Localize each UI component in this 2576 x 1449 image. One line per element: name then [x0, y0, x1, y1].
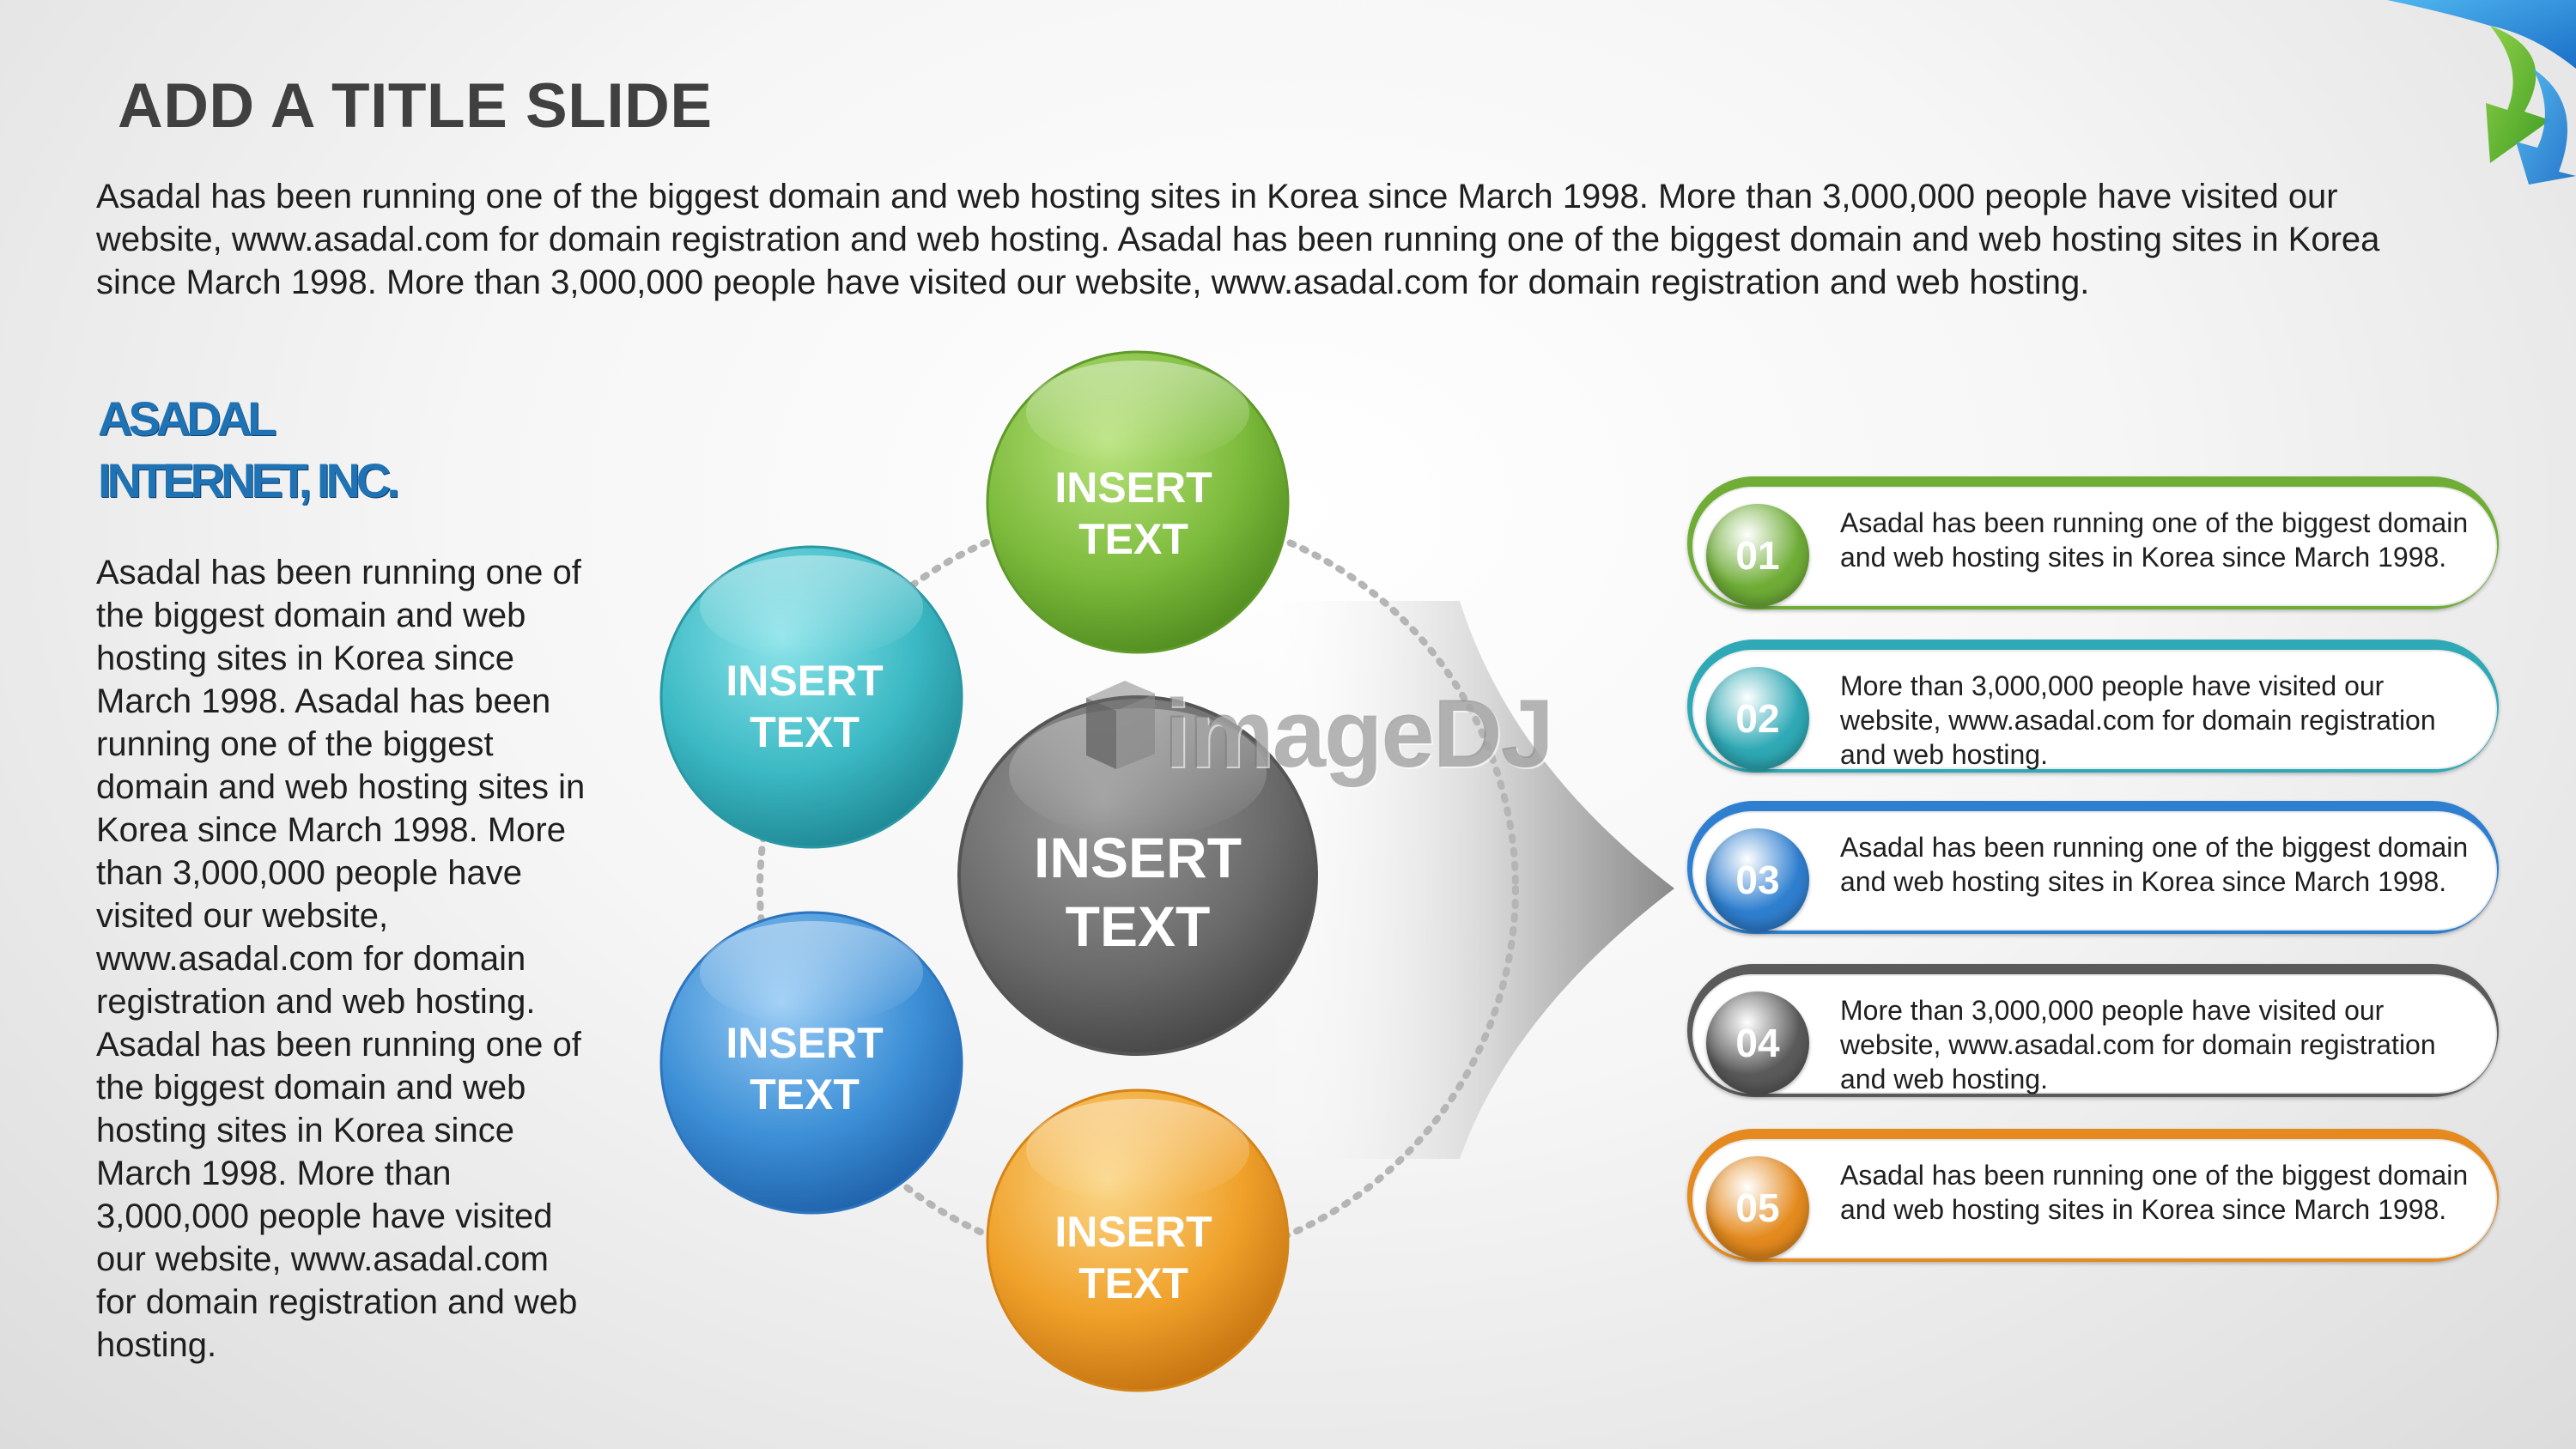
watermark: imageDJ [1069, 670, 1554, 787]
watermark-text: imageDJ [1163, 680, 1554, 787]
number-badge: 03 [1706, 828, 1809, 931]
list-item: 05 Asadal has been running one of the big… [1687, 1129, 2499, 1262]
list-item: 02 More than 3,000,000 people have visite… [1687, 640, 2499, 773]
list-item-text: More than 3,000,000 people have visited … [1840, 670, 2436, 770]
list-item-text: Asadal has been running one of the bigge… [1840, 507, 2469, 573]
company-name-line2: INTERNET, INC. [98, 453, 400, 507]
list-item: 04 More than 3,000,000 people have visite… [1687, 964, 2499, 1097]
satellite-blue-label-line1: INSERT [726, 1019, 883, 1067]
list-item: 01 Asadal has been running one of the big… [1687, 476, 2499, 609]
number-badge: 04 [1706, 991, 1809, 1094]
arrow-shape [1262, 601, 1674, 1159]
satellite-blue-label-line2: TEXT [750, 1070, 860, 1119]
list-item-body [1692, 487, 2497, 606]
corner-swoosh-logo [2387, 0, 2576, 185]
watermark-cube-icon [1086, 681, 1155, 769]
satellite-green-label-line1: INSERT [1054, 464, 1212, 512]
center-circle-label-line2: TEXT [1066, 894, 1211, 958]
satellite-circle-green: INSERT TEXT [986, 350, 1290, 654]
satellite-circle-teal: INSERT TEXT [659, 545, 963, 849]
number-badge: 01 [1706, 504, 1809, 607]
list-item-body [1692, 974, 2497, 1094]
number-badge: 02 [1706, 667, 1809, 770]
satellite-orange-label-line1: INSERT [1054, 1208, 1212, 1256]
list-item: 03 Asadal has been running one of the big… [1687, 801, 2499, 934]
company-name: ASADAL INTERNET, INC. [98, 388, 400, 512]
center-circle: INSERT TEXT [957, 695, 1318, 1056]
satellite-teal-label-line2: TEXT [750, 708, 860, 756]
intro-paragraph: Asadal has been running one of the bigge… [96, 178, 2380, 301]
satellite-orange-label-line2: TEXT [1078, 1259, 1188, 1307]
company-name-line1: ASADAL [98, 391, 276, 446]
satellite-circle-blue: INSERT TEXT [659, 911, 963, 1215]
number-badge: 05 [1706, 1156, 1809, 1259]
satellite-teal-label-line1: INSERT [726, 657, 883, 705]
page-title: ADD A TITLE SLIDE [118, 71, 713, 141]
list-item-text: Asadal has been running one of the bigge… [1840, 832, 2469, 897]
satellite-green-label-line2: TEXT [1078, 515, 1188, 563]
center-circle-label-line1: INSERT [1034, 826, 1242, 889]
list-item-text: More than 3,000,000 people have visited … [1840, 995, 2436, 1094]
list-item-body [1692, 1139, 2497, 1258]
list-item-text: Asadal has been running one of the bigge… [1840, 1160, 2469, 1225]
list-item-body [1692, 650, 2497, 769]
list-item-body [1692, 811, 2497, 931]
satellite-circle-orange: INSERT TEXT [986, 1088, 1290, 1392]
side-paragraph: Asadal has been running one of the bigge… [96, 554, 586, 1364]
